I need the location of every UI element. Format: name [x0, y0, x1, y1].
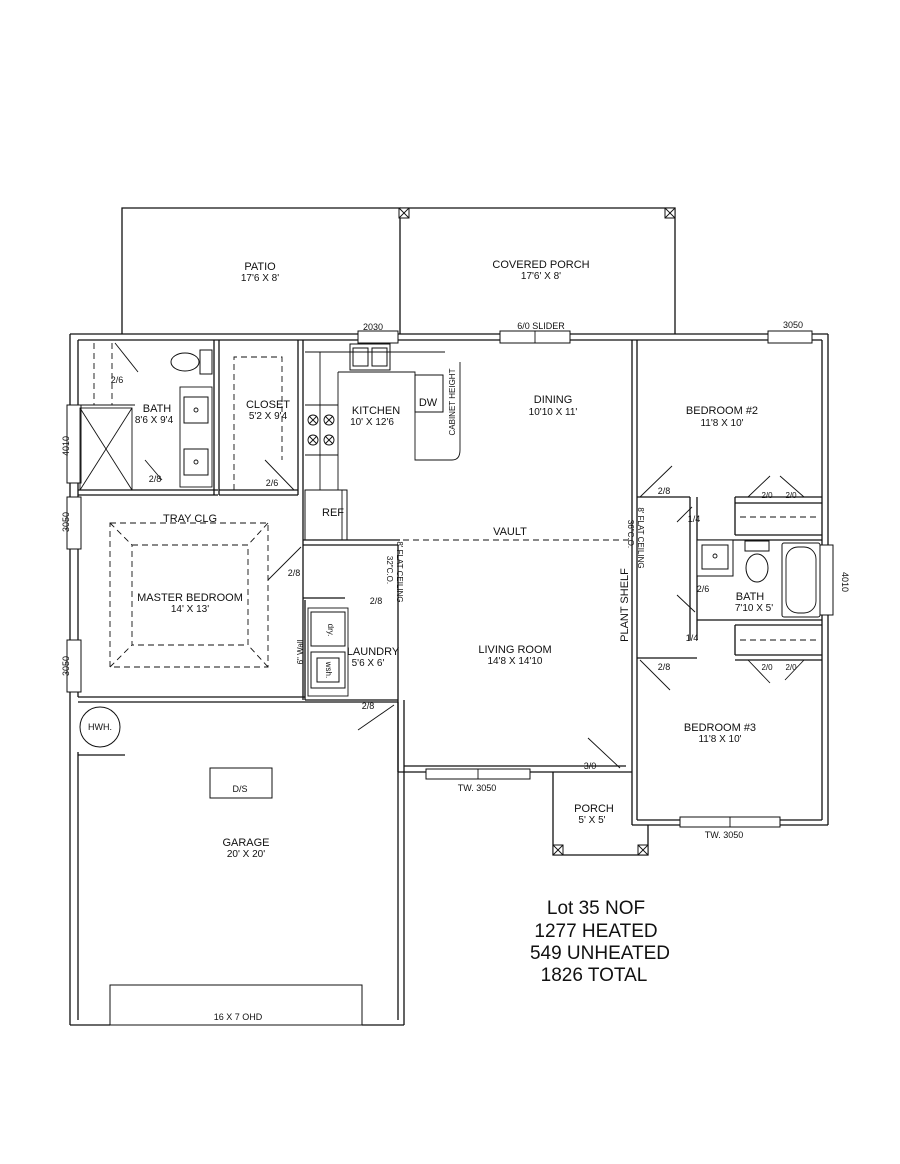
washer-label: wsh.	[324, 661, 333, 678]
garage	[69, 701, 405, 1026]
summary-heated: 1277 HEATED	[534, 921, 657, 942]
window-4010-left-label: 4010	[61, 436, 71, 456]
closet	[219, 340, 304, 545]
laundry-label: LAUNDRY	[347, 646, 400, 658]
tw-3050-bed3-label: TW. 3050	[705, 830, 744, 840]
door-2-8-bath: 2/8	[149, 474, 162, 484]
co-left-label: 32"C.O.	[385, 556, 394, 584]
window-3050-left-lower-label: 3050	[61, 656, 71, 676]
laundry-dims: 5'6 X 6'	[352, 658, 385, 669]
bedroom3-dims: 11'8 X 10'	[698, 734, 741, 745]
dining-label: DINING	[534, 394, 573, 406]
door-2-6-bath: 2/6	[111, 375, 124, 385]
bedroom3-label: BEDROOM #3	[684, 722, 756, 734]
ds-label: D/S	[232, 784, 247, 794]
ohd-label: 16 X 7 OHD	[214, 1012, 263, 1022]
closet-door-2-0-d: 2/0	[785, 663, 797, 672]
plant-shelf-label: PLANT SHELF	[619, 568, 631, 642]
window-2030-label: 2030	[363, 322, 383, 332]
door-2-8-master: 2/8	[288, 568, 301, 578]
closet-dims: 5'2 X 9'4	[249, 411, 288, 422]
bedroom-wing	[637, 465, 822, 691]
master-bath-label: BATH	[143, 403, 172, 415]
master-bath	[78, 340, 220, 496]
kitchen-label: KITCHEN	[352, 405, 400, 417]
co-right-label: 36"C.O.	[626, 520, 635, 548]
cabinet-height-label: CABINET HEIGHT	[448, 368, 457, 435]
living-room-dims: 14'8 X 14'10	[488, 656, 543, 667]
door-2-8-garage: 2/8	[362, 701, 375, 711]
kitchen	[304, 343, 461, 541]
window-4010-right-label: 4010	[840, 572, 850, 592]
dining-dims: 10'10 X 11'	[529, 407, 578, 418]
garage-dims: 20' X 20'	[227, 849, 265, 860]
hall-bath-label: BATH	[736, 591, 765, 603]
door-2-8-bed2: 2/8	[658, 486, 671, 496]
summary-total: 1826 TOTAL	[541, 965, 648, 986]
dryer-label: dry.	[326, 624, 335, 637]
porch-dims: 5' X 5'	[578, 815, 605, 826]
patio-label: PATIO	[244, 261, 276, 273]
covered-porch-area	[398, 207, 676, 334]
patio-area	[121, 207, 401, 334]
master-bedroom-label: MASTER BEDROOM	[137, 592, 243, 604]
door-1-4-lower: 1/4	[686, 633, 699, 643]
door-2-6-hallbath: 2/6	[697, 584, 710, 594]
covered-porch-label: COVERED PORCH	[492, 259, 589, 271]
door-2-8-laundry: 2/8	[370, 596, 383, 606]
master-bedroom-dims: 14' X 13'	[171, 604, 209, 615]
door-1-4-upper: 1/4	[688, 514, 701, 524]
living-room-label: LIVING ROOM	[478, 644, 551, 656]
bedroom2-label: BEDROOM #2	[686, 405, 758, 417]
window-3050-left-upper-label: 3050	[61, 512, 71, 532]
patio-dims: 17'6 X 8'	[241, 273, 279, 284]
living-partition	[303, 539, 621, 769]
flat-ceiling-left-label: 8' FLAT CEILING	[395, 541, 404, 602]
front-porch	[552, 772, 649, 856]
dw-label: DW	[419, 397, 438, 409]
flat-ceiling-right-label: 8' FLAT CEILING	[636, 507, 645, 568]
vault-label: VAULT	[493, 526, 527, 538]
laundry	[303, 597, 398, 701]
door-3-0-front: 3/0	[584, 761, 597, 771]
porch-label: PORCH	[574, 803, 614, 815]
closet-door-2-0-a: 2/0	[761, 491, 773, 500]
bedroom2-dims: 11'8 X 10'	[700, 418, 743, 429]
closet-door-2-0-c: 2/0	[761, 663, 773, 672]
hall-bath-dims: 7'10 X 5'	[735, 603, 773, 614]
tw-3050-living-label: TW. 3050	[458, 783, 497, 793]
garage-label: GARAGE	[222, 837, 269, 849]
wall-6in-label: 6" Wall	[296, 639, 305, 664]
windows	[66, 330, 834, 828]
tray-clg-label: TRAY CLG	[163, 513, 217, 525]
closet-door-2-0-b: 2/0	[785, 491, 797, 500]
slider-label: 6/0 SLIDER	[517, 321, 565, 331]
closet-label: CLOSET	[246, 399, 290, 411]
window-3050-top-label: 3050	[783, 320, 803, 330]
summary-lot: Lot 35 NOF	[547, 898, 645, 919]
covered-porch-dims: 17'6' X 8'	[521, 271, 561, 282]
door-2-6-closet: 2/6	[266, 478, 279, 488]
door-2-8-bed3: 2/8	[658, 662, 671, 672]
hwh-label: HWH.	[88, 722, 112, 732]
master-bath-dims: 8'6 X 9'4	[135, 415, 174, 426]
summary-unheated: 549 UNHEATED	[530, 943, 670, 964]
ref-label: REF	[322, 507, 344, 519]
master-bedroom	[78, 522, 305, 700]
area-summary: Lot 35 NOF 1277 HEATED 549 UNHEATED 1826…	[530, 898, 670, 986]
kitchen-dims: 10' X 12'6	[350, 417, 394, 428]
